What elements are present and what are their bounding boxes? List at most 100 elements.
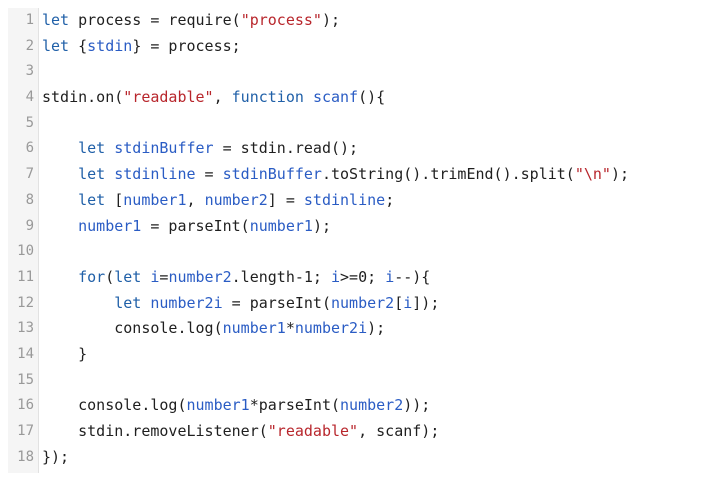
plain-token: *parseInt( [249,396,341,415]
code-line[interactable]: 16 console.log(number1*parseInt(number2)… [8,393,714,419]
code-line[interactable]: 8 let [number1, number2] = stdinline; [8,188,714,214]
plain-token: --){ [394,267,431,286]
plain-token: = parseInt( [222,293,331,312]
plain-token: ; [385,190,395,209]
ident-token: i [150,267,160,286]
plain-token: [ [105,190,124,209]
code-line[interactable]: 18}); [8,445,714,471]
indent [42,165,78,183]
plain-token: ); [312,216,331,235]
ident-token: i [331,267,341,286]
plain-token: [ [394,293,404,312]
ident-token: i [403,293,413,312]
plain-token: stdin.on( [42,88,124,107]
plain-token: )); [403,396,431,415]
ident-token: number1 [249,216,313,235]
code-text: let [number1, number2] = stdinline; [38,188,714,214]
plain-token: = stdin.read(); [213,139,359,158]
code-line[interactable]: 13 console.log(number1*number2i); [8,316,714,342]
line-number: 6 [25,140,34,157]
plain-token: ); [321,11,341,29]
line-number-gutter [8,8,39,473]
code-text [38,59,714,85]
ident-token: number2i [150,293,223,312]
code-line[interactable]: 10 [8,239,714,265]
line-number: 4 [25,89,34,106]
code-line[interactable]: 12 let number2i = parseInt(number2[i]); [8,291,714,317]
kw-token: function [231,88,304,107]
str-token: "readable" [267,422,359,440]
code-line[interactable]: 5 [8,111,714,137]
plain-token: >=0; [340,267,386,286]
code-line[interactable]: 14 } [8,342,714,368]
str-token: "process" [240,11,322,29]
kw-token: for [78,267,106,286]
ident-token: number2 [331,293,395,312]
plain-token: ); [367,319,386,338]
indent [42,396,78,414]
line-number: 10 [17,243,34,260]
code-line[interactable]: 3 [8,59,714,85]
line-number: 1 [25,12,34,28]
ident-token: i [385,267,395,286]
plain-token: { [69,36,88,55]
kw-token: let [114,267,142,286]
code-text: let stdinline = stdinBuffer.toString().t… [38,162,714,188]
kw-token: let [114,293,142,312]
plain-token: ); [610,165,630,184]
plain-token: process = require( [69,11,241,29]
ident-token: stdinline [114,165,196,184]
plain-token: , [186,190,205,209]
line-number: 17 [17,423,34,439]
ident-token: number2 [204,190,268,209]
kw-token: let [78,165,106,184]
line-number: 3 [25,63,34,80]
code-line[interactable]: 11 for(let i=number2.length-1; i>=0; i--… [8,265,714,291]
str-token: "readable" [123,88,214,107]
plain-token: ] = [267,190,304,209]
plain-token [105,165,114,183]
ident-token: number2i [294,319,368,338]
code-text: number1 = parseInt(number1); [38,214,714,240]
kw-token: let [78,190,106,209]
code-text [38,239,714,265]
plain-token: (){ [358,88,386,107]
plain-token: , scanf); [358,422,440,440]
plain-token [105,139,114,157]
line-number: 14 [17,345,34,362]
code-text: let process = require("process"); [38,8,714,34]
code-line[interactable]: 9 number1 = parseInt(number1); [8,214,714,240]
indent [42,294,114,312]
code-text: stdin.removeListener("readable", scanf); [38,419,714,445]
code-text: stdin.on("readable", function scanf(){ [38,85,714,111]
ident-token: number1 [222,319,286,338]
ident-token: stdinline [303,190,386,209]
code-text: console.log(number1*number2i); [38,316,714,342]
plain-token: ( [105,267,115,286]
ident-token: number1 [78,216,142,235]
code-line[interactable]: 6 let stdinBuffer = stdin.read(); [8,136,714,162]
code-line[interactable]: 17 stdin.removeListener("readable", scan… [8,419,714,445]
ident-token: stdin [87,36,133,55]
plain-token: ]); [412,293,440,312]
plain-token: console.log( [114,319,223,338]
line-number: 18 [17,448,34,465]
line-number: 16 [17,397,34,414]
line-number: 8 [25,191,34,208]
code-line[interactable]: 15 [8,368,714,394]
indent [42,345,78,363]
plain-token: = parseInt( [141,216,250,235]
ident-token: number1 [123,190,187,209]
code-text: let {stdin} = process; [38,34,714,60]
plain-token [304,88,313,106]
code-line[interactable]: 7 let stdinline = stdinBuffer.toString()… [8,162,714,188]
plain-token: = [195,165,223,184]
code-text: }); [38,445,714,471]
line-number: 9 [25,217,34,234]
indent [42,422,78,440]
